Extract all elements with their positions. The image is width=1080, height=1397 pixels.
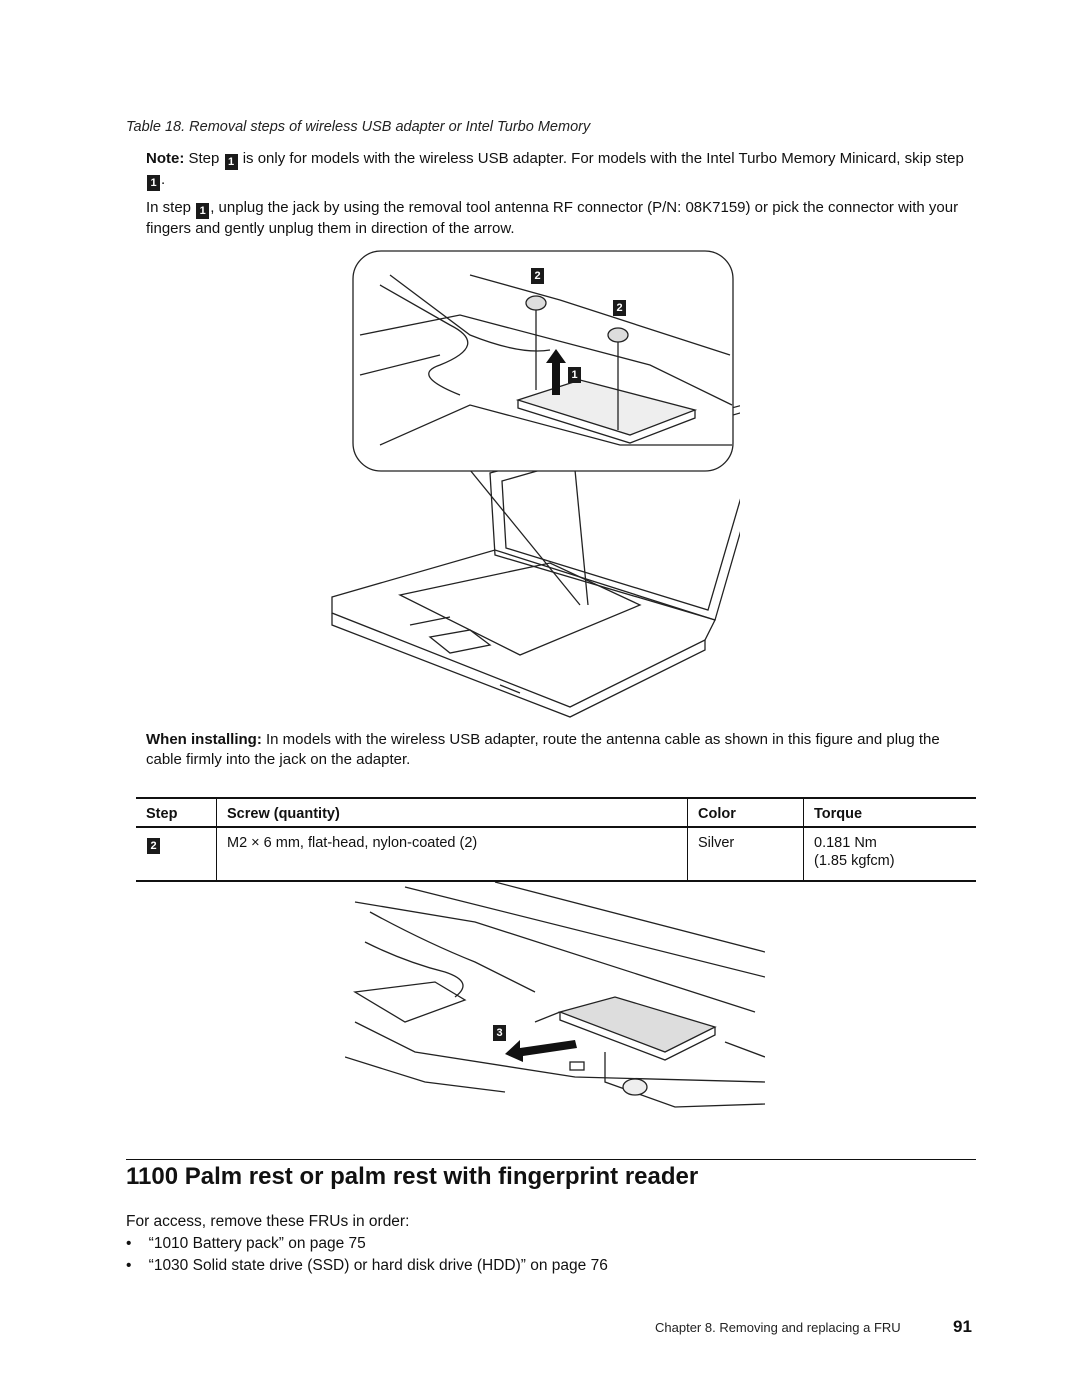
step-callout: 1 [196, 203, 210, 219]
step-callout: 1 [147, 175, 160, 191]
step-callout: 2 [147, 838, 160, 854]
section-divider [126, 1159, 976, 1160]
figure-adapter-slide [345, 882, 765, 1108]
note-text-c: . [161, 171, 166, 188]
adapter-card [557, 996, 717, 1053]
installing-paragraph: When installing: In models with the wire… [146, 730, 976, 770]
torque-cell: 0.181 Nm(1.85 kgfcm) [803, 827, 976, 882]
list-item: • “1030 Solid state drive (SSD) or hard … [126, 1257, 608, 1274]
list-item-text: “1030 Solid state drive (SSD) or hard di… [148, 1257, 608, 1274]
laptop-base [331, 549, 716, 708]
column-header-step: Step [136, 797, 217, 828]
page-number: 91 [953, 1317, 972, 1336]
figure-callout-1: 1 [568, 367, 581, 383]
column-header-screw: Screw (quantity) [216, 797, 688, 828]
note-label: Note: [146, 150, 185, 167]
table-row: 2 M2 × 6 mm, flat-head, nylon-coated (2)… [136, 827, 976, 882]
footer-chapter: Chapter 8. Removing and replacing a FRU [655, 1320, 901, 1335]
list-item: • “1010 Battery pack” on page 75 [126, 1235, 366, 1252]
installing-label: When installing: [146, 731, 262, 748]
instruction-text-a: In step [146, 199, 196, 216]
figure-laptop-removal [331, 250, 740, 718]
instruction-paragraph: In step 1, unplug the jack by using the … [146, 198, 976, 239]
column-header-torque: Torque [803, 797, 976, 828]
section-title: 1100 Palm rest or palm rest with fingerp… [126, 1163, 699, 1190]
step-callout: 1 [224, 154, 238, 170]
section-intro: For access, remove these FRUs in order: [126, 1213, 410, 1230]
column-header-color: Color [687, 797, 804, 828]
screw-cell: M2 × 6 mm, flat-head, nylon-coated (2) [216, 827, 688, 882]
note-text-a: Step [184, 150, 224, 167]
instruction-text-b: , unplug the jack by using the removal t… [146, 199, 959, 237]
figure-callout-2a: 2 [531, 268, 544, 284]
color-cell: Silver [687, 827, 804, 882]
installing-text: In models with the wireless USB adapter,… [146, 731, 940, 768]
note-text-b: is only for models with the wireless USB… [238, 150, 964, 167]
zoom-callout-frame [352, 250, 734, 472]
screw-table: Step Screw (quantity) Color Torque 2 M2 … [136, 797, 976, 882]
table-caption: Table 18. Removal steps of wireless USB … [126, 119, 591, 135]
figure-callout-2b: 2 [613, 300, 626, 316]
list-item-text: “1010 Battery pack” on page 75 [148, 1235, 366, 1252]
note-paragraph: Note: Step 1 is only for models with the… [146, 149, 976, 191]
figure-callout-3: 3 [493, 1025, 506, 1041]
